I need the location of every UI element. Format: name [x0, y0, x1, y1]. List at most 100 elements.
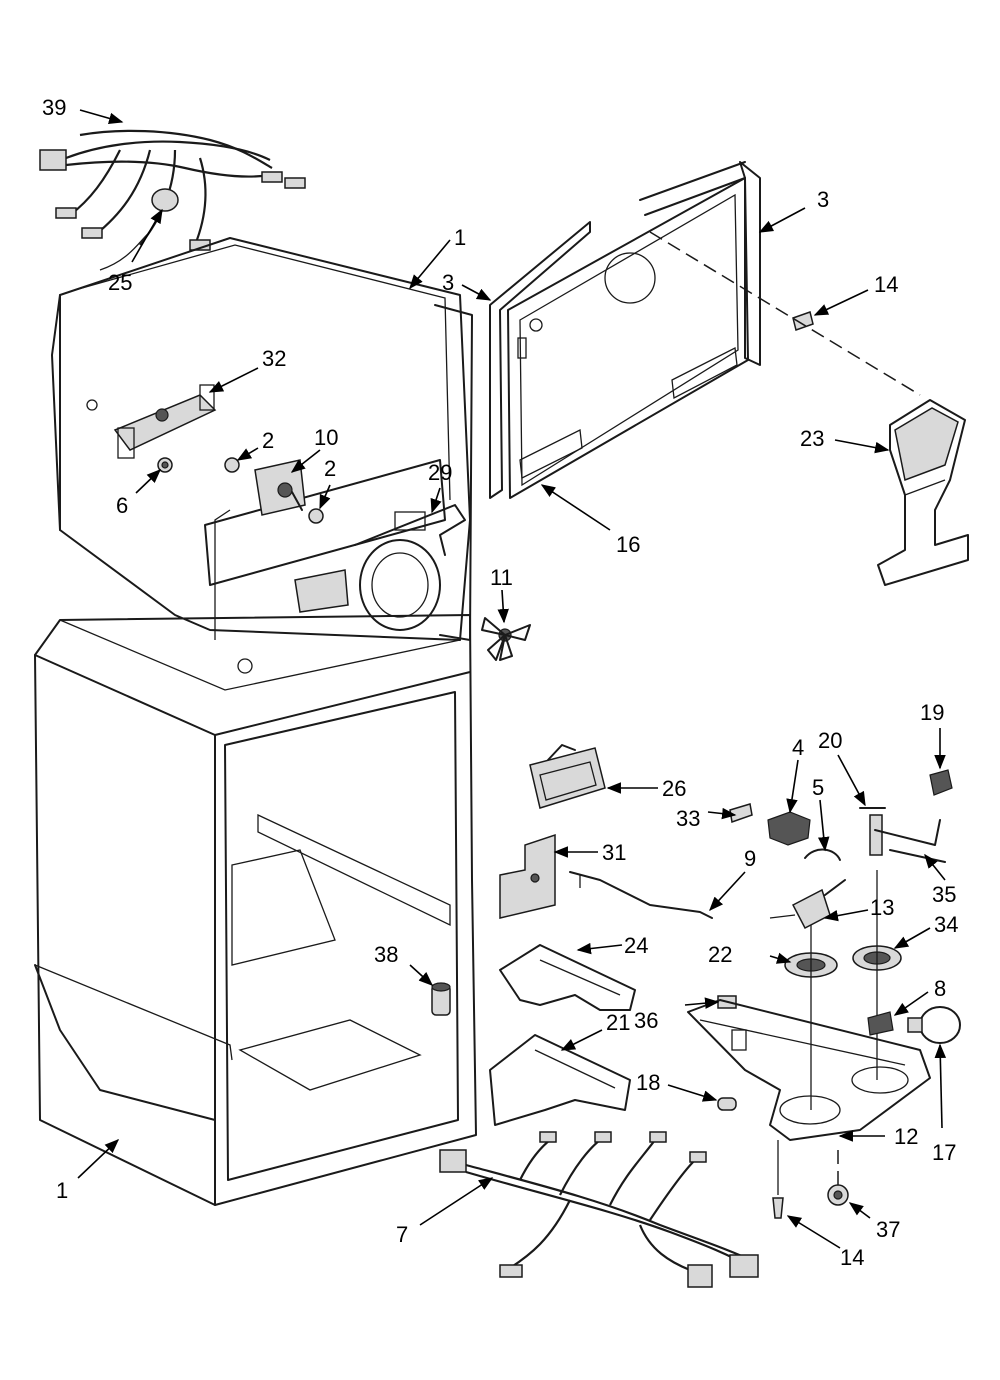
leader-22: [769, 952, 792, 964]
callout-39: 39: [42, 95, 66, 120]
upper-wiring-harness: [39, 129, 306, 251]
callout-23: 23: [800, 426, 824, 451]
screw-2a: [224, 457, 240, 473]
cap: [767, 811, 811, 846]
leader-18: [667, 1084, 718, 1102]
screw-14-lower: [772, 1197, 784, 1219]
callout-38: 38: [374, 942, 398, 967]
leader-2a: [236, 447, 259, 461]
housing-base: [687, 999, 931, 1141]
callout-9: 9: [744, 846, 756, 871]
callout-33: 33: [676, 806, 700, 831]
dash-line-14-upper: [649, 231, 921, 396]
leader-21: [560, 1029, 603, 1051]
callout-19: 19: [920, 700, 944, 725]
callout-20: 20: [818, 728, 842, 753]
callout-35: 35: [932, 882, 956, 907]
grommet: [827, 1184, 849, 1206]
callout-14a: 14: [874, 272, 898, 297]
leader-10: [290, 449, 321, 473]
leader-1b: [77, 1139, 120, 1179]
leader-14a: [813, 289, 869, 316]
leader-14b: [786, 1215, 841, 1249]
leader-4: [786, 759, 799, 814]
callout-1b: 1: [56, 1178, 68, 1203]
rod: [569, 871, 713, 919]
leader-34: [893, 927, 931, 949]
leader-5: [817, 799, 830, 852]
leader-11: [497, 589, 509, 624]
callout-3b: 3: [817, 187, 829, 212]
callout-26: 26: [662, 776, 686, 801]
air-duct-vent: [877, 399, 969, 586]
callout-25: 25: [108, 270, 132, 295]
duct-24: [499, 944, 636, 1011]
freezer-panel-assembly: [489, 161, 761, 499]
small-clip: [729, 803, 753, 824]
leader-3b: [758, 207, 806, 233]
callout-31: 31: [602, 840, 626, 865]
callout-7: 7: [396, 1222, 408, 1247]
thermostat-control: [254, 459, 306, 516]
leader-36: [684, 997, 720, 1009]
leader-3a: [461, 284, 492, 301]
callout-5: 5: [812, 775, 824, 800]
lever-arm: [859, 807, 946, 863]
leader-1a: [409, 239, 451, 290]
callout-32: 32: [262, 346, 286, 371]
fan-housing: [294, 504, 466, 631]
callout-11: 11: [490, 565, 513, 590]
upper-liner-box: [51, 231, 473, 641]
callout-labels: 39 25 1 3 3 14 32 2 10 2 6 29 16 23 11 1…: [42, 95, 958, 1270]
plug: [431, 982, 451, 1016]
callout-8: 8: [934, 976, 946, 1001]
leader-33: [707, 807, 737, 820]
callout-3a: 3: [442, 270, 454, 295]
leader-20: [837, 754, 866, 807]
control-module: [529, 744, 606, 809]
leader-29: [430, 487, 442, 514]
leader-13: [823, 909, 869, 922]
leader-39: [79, 109, 124, 124]
callout-37: 37: [876, 1217, 900, 1242]
callout-1a: 1: [454, 225, 466, 250]
small-bulb: [717, 1097, 737, 1111]
leader-6: [135, 469, 162, 494]
leader-lines: [77, 109, 947, 1249]
bracket-plate: [499, 833, 556, 919]
lamp-socket: [867, 1011, 894, 1036]
duct-21: [489, 1034, 631, 1126]
bulb-17: [907, 1006, 961, 1044]
screw-6: [157, 457, 173, 473]
callout-2a: 2: [262, 428, 274, 453]
leader-24: [576, 942, 623, 955]
cabinet: [34, 614, 477, 1206]
switch: [929, 769, 953, 796]
callout-24: 24: [624, 933, 648, 958]
leader-7: [419, 1177, 494, 1226]
leader-35: [924, 853, 946, 881]
callout-34: 34: [934, 912, 958, 937]
leader-17: [934, 1043, 947, 1129]
callout-17: 17: [932, 1140, 956, 1165]
callout-16: 16: [616, 532, 640, 557]
callout-13: 13: [870, 895, 894, 920]
ring-clip: [804, 848, 841, 861]
leader-37: [848, 1202, 871, 1219]
callout-4: 4: [792, 735, 804, 760]
leader-9: [709, 871, 746, 912]
screw-14-upper: [792, 311, 814, 331]
callout-22: 22: [708, 942, 732, 967]
leader-8: [893, 991, 929, 1016]
damper: [769, 879, 846, 930]
callout-6: 6: [116, 493, 128, 518]
callout-18: 18: [636, 1070, 660, 1095]
callout-2b: 2: [324, 456, 336, 481]
callout-21: 21: [606, 1010, 630, 1035]
mounting-bracket: [113, 384, 217, 459]
callout-14b: 14: [840, 1245, 864, 1270]
callout-36: 36: [634, 1008, 658, 1033]
leader-32: [208, 367, 259, 393]
leader-23: [834, 439, 890, 454]
leader-25: [131, 208, 163, 263]
